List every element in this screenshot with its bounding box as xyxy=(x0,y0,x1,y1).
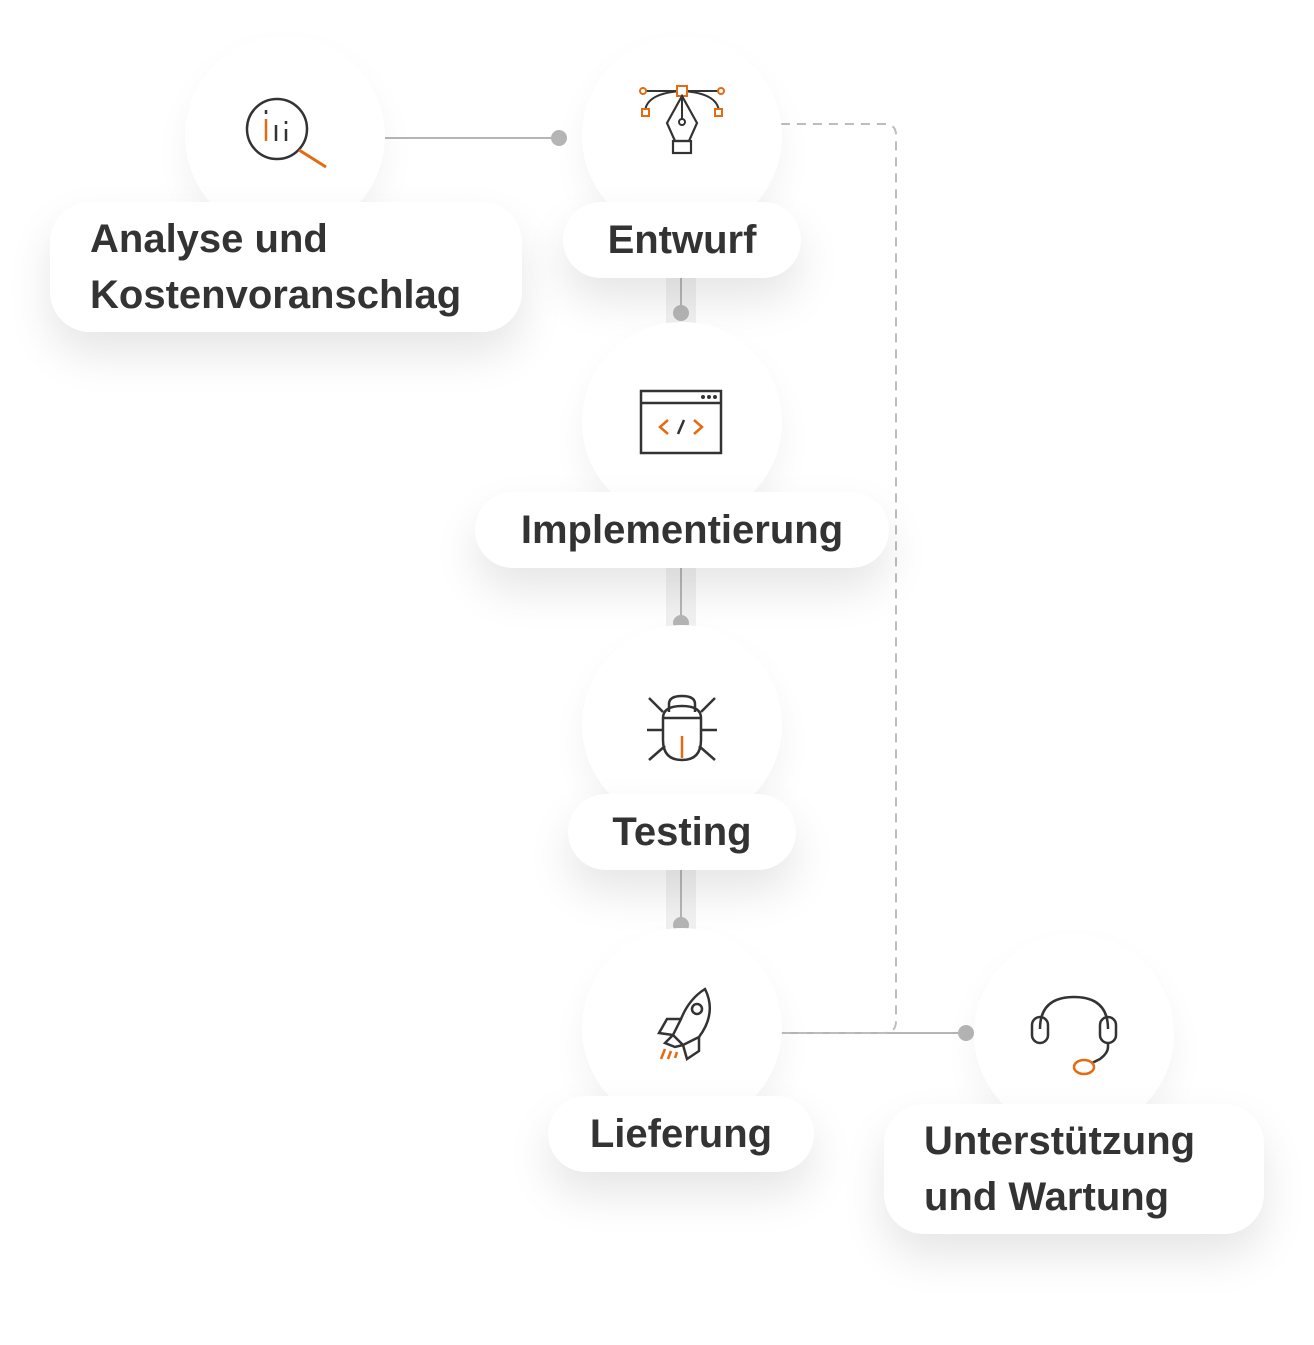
step-unterstuetzung-circle xyxy=(974,934,1174,1134)
step-implementierung-label: Implementierung xyxy=(475,492,889,568)
step-lieferung-label: Lieferung xyxy=(548,1096,814,1172)
step-testing-title: Testing xyxy=(612,810,752,854)
headset-icon xyxy=(1024,989,1124,1079)
step-unterstuetzung-label: Unterstützung und Wartung xyxy=(884,1104,1264,1234)
connector-dot xyxy=(551,130,567,146)
rocket-icon xyxy=(637,983,727,1073)
pen-tool-icon xyxy=(627,81,737,191)
step-lieferung-circle xyxy=(582,928,782,1128)
step-unterstuetzung-line-1: Unterstützung xyxy=(924,1119,1196,1163)
connector-dot xyxy=(958,1025,974,1041)
step-implementierung-title: Implementierung xyxy=(520,508,844,552)
step-analyse-line-2: Kostenvoranschlag xyxy=(90,273,462,317)
step-testing-circle xyxy=(582,625,782,825)
step-unterstuetzung-line-2: und Wartung xyxy=(924,1175,1170,1219)
step-entwurf-title: Entwurf xyxy=(607,218,757,262)
step-entwurf-label: Entwurf xyxy=(563,202,801,278)
step-analyse-line-1: Analyse und xyxy=(90,217,328,261)
step-analyse-label: Analyse und Kostenvoranschlag xyxy=(50,202,522,332)
step-implementierung-circle xyxy=(582,322,782,522)
feedback-loop-dashed xyxy=(778,123,897,1034)
step-testing-label: Testing xyxy=(568,794,796,870)
bug-icon xyxy=(637,680,727,770)
code-window-icon xyxy=(637,387,727,457)
connector-dot xyxy=(673,305,689,321)
magnifier-chart-icon xyxy=(230,91,340,181)
step-lieferung-title: Lieferung xyxy=(589,1112,773,1156)
